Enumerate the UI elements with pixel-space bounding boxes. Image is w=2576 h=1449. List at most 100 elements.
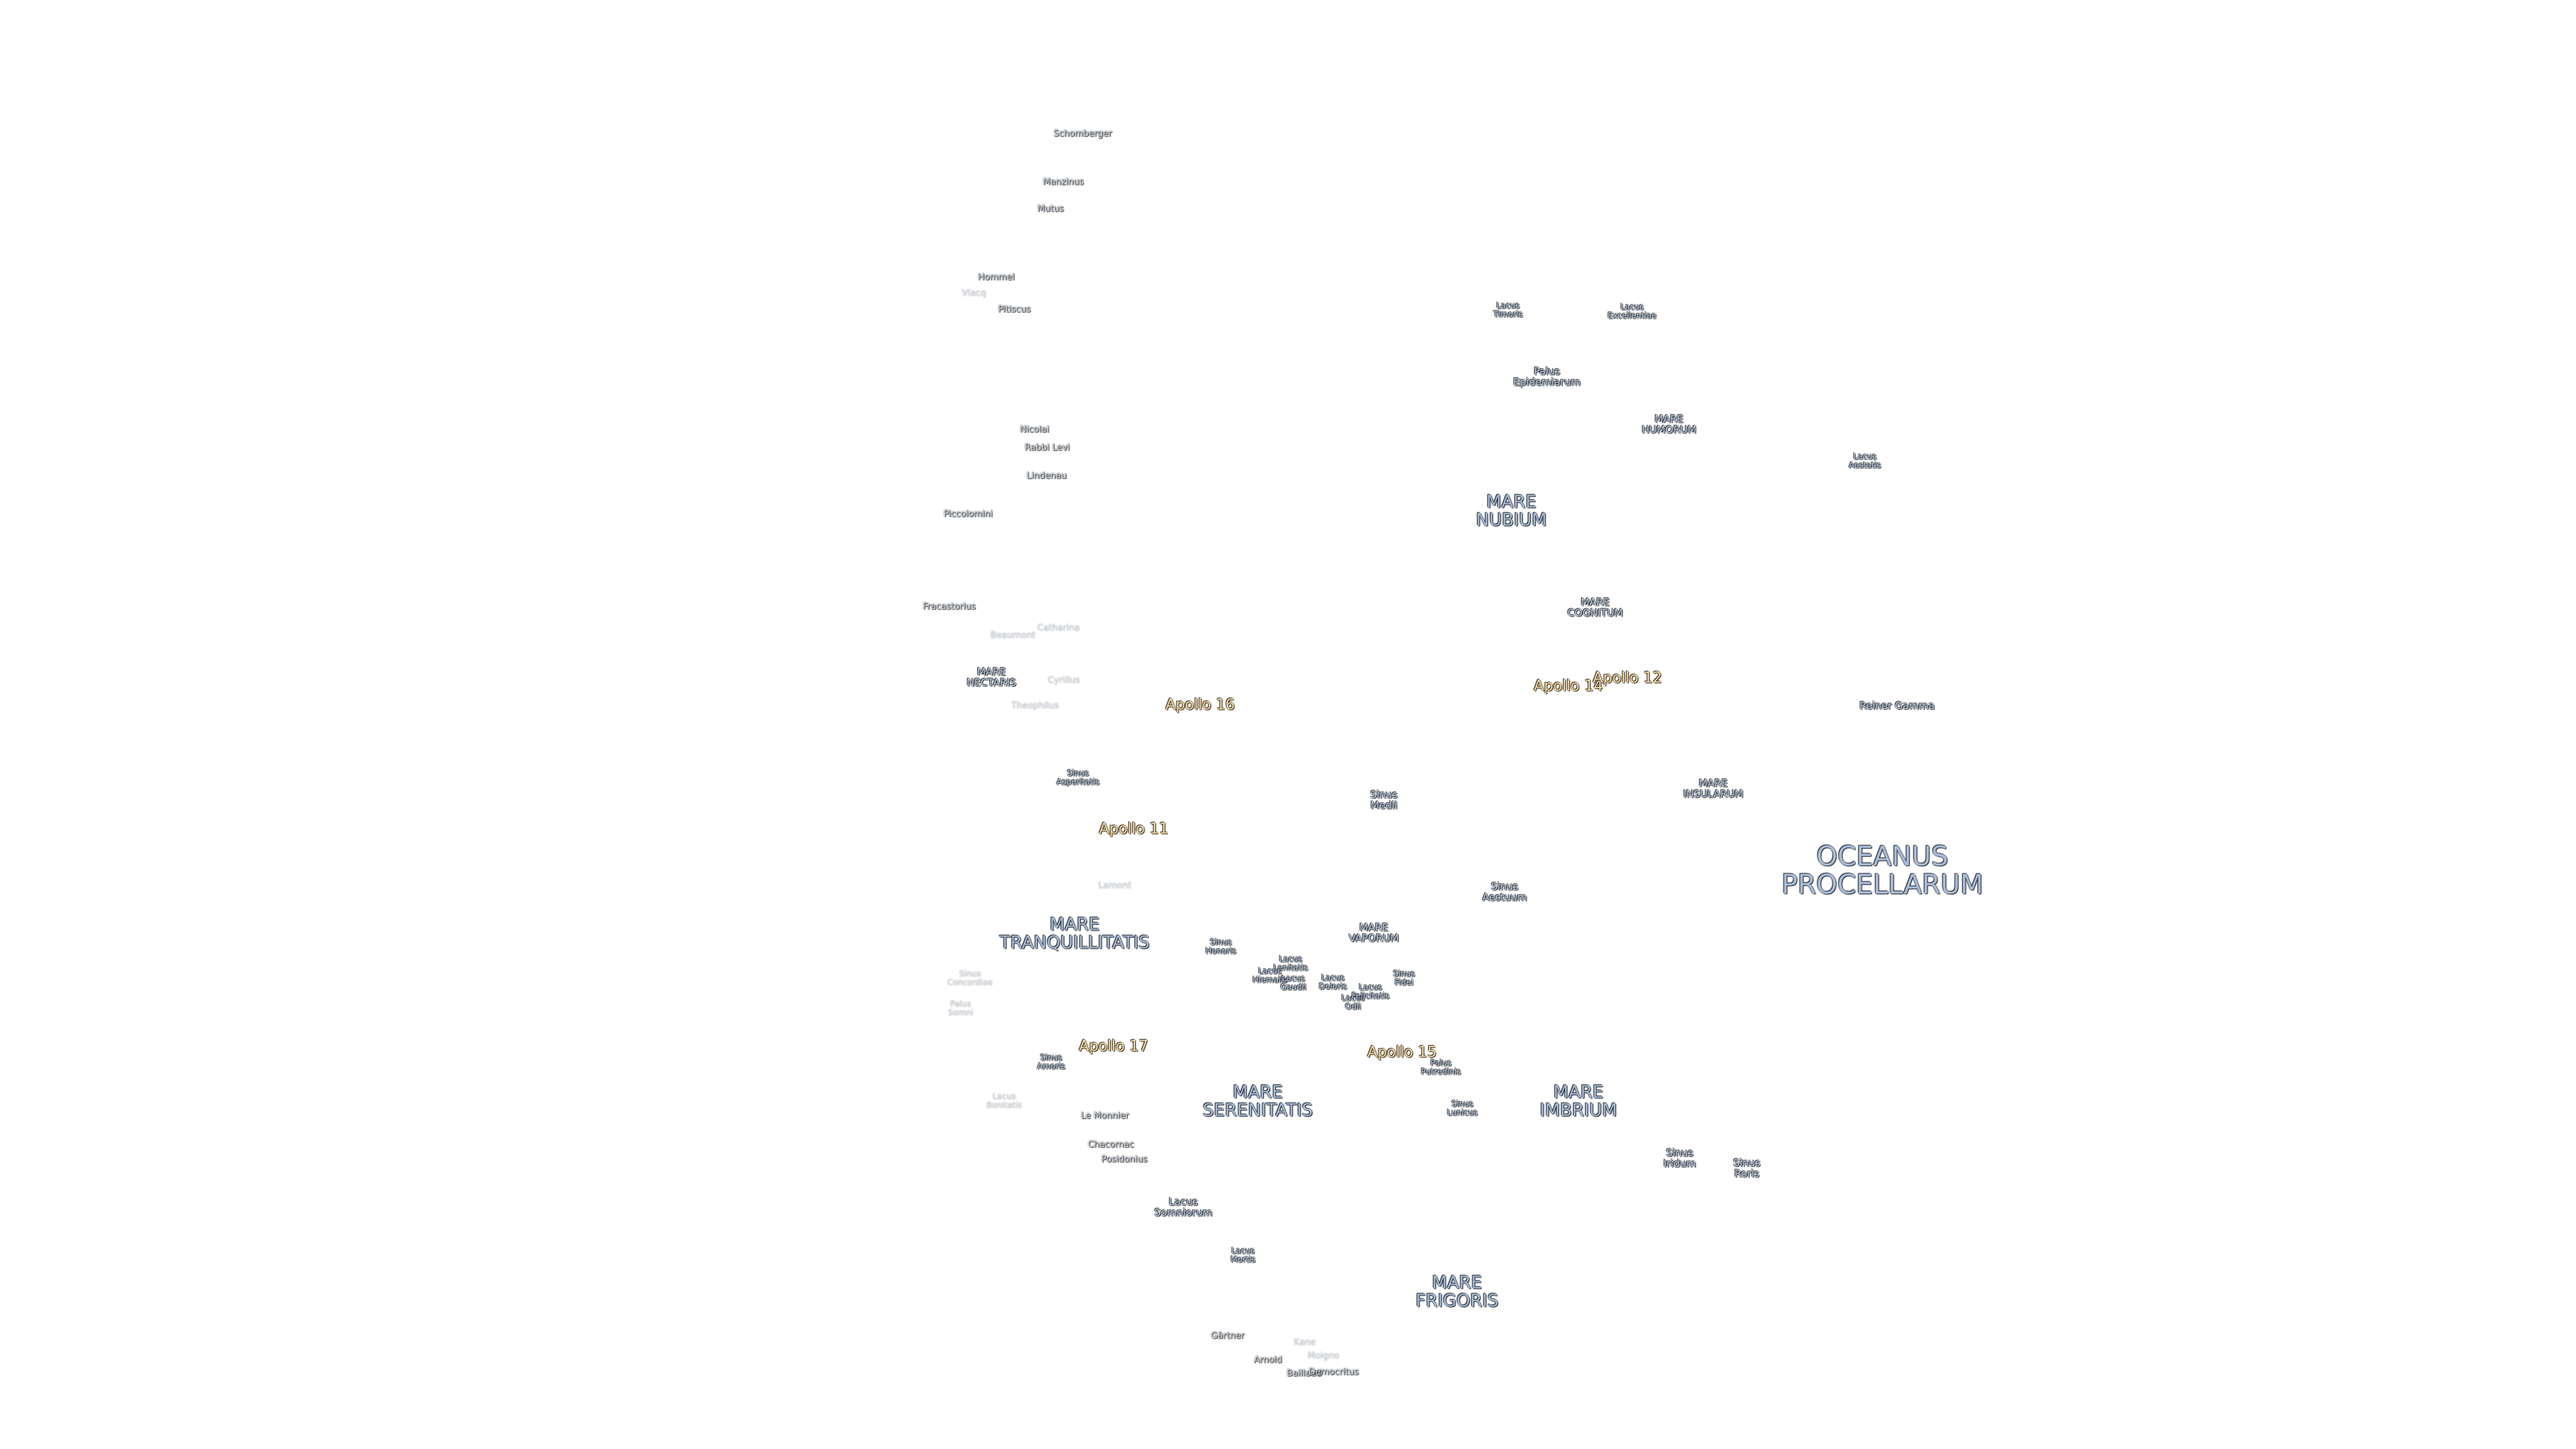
map-label-line: Lamont (1098, 881, 1132, 892)
map-label-line: Epidemiarum (1513, 376, 1581, 388)
map-label-line: NECTARIS (967, 676, 1016, 688)
map-label-line: Apollo 14 (1534, 678, 1603, 695)
map-label-line: Sinus (959, 969, 981, 979)
map-label-kane: Kane (1294, 1338, 1316, 1348)
map-label-line: Lacus (1169, 1195, 1198, 1208)
map-label-catharina: Catharina (1037, 624, 1080, 633)
map-label-line: Sinus (1370, 788, 1398, 801)
map-label-line: Catharina (1037, 623, 1080, 634)
map-label-line: Putredinis (1421, 1067, 1461, 1076)
map-label-le-monnier: Le Monnier (1081, 1112, 1129, 1121)
map-label-piccolomini: Piccolomini (943, 510, 992, 519)
map-label-line: MARE (1553, 1082, 1604, 1103)
map-label-line: Gaudii (1280, 982, 1307, 991)
map-label-line: Mortis (1230, 1254, 1256, 1264)
map-label-line: PROCELLARUM (1781, 869, 1984, 900)
map-label-line: Concordiae (947, 977, 993, 987)
map-label-line: Lindenau (1026, 471, 1067, 482)
map-label-pitiscus: Pitiscus (998, 305, 1031, 315)
map-label-line: Lacus (1281, 973, 1305, 983)
map-label-line: Lacus (1620, 302, 1644, 312)
map-label-line: Lacus (1853, 451, 1877, 462)
map-label-line: SERENITATIS (1202, 1101, 1313, 1121)
map-label-line: Aestatis (1849, 460, 1881, 470)
map-label-chacornac: Chacornac (1088, 1140, 1134, 1150)
map-label-line: COGNITUM (1567, 606, 1623, 619)
map-label-line: Palus (1534, 365, 1560, 378)
map-label-line: Apollo 11 (1099, 820, 1169, 838)
map-label-line: Honoris (1205, 946, 1236, 955)
map-label-line: Lenitatis (1273, 963, 1308, 972)
map-label-apollo-16: Apollo 16 (1165, 697, 1234, 712)
map-label-line: Amoris (1037, 1061, 1065, 1071)
map-label-line: Reiner Gamma (1859, 700, 1935, 712)
map-label-line: Sinus (1666, 1146, 1694, 1159)
map-label-line: Excellentiae (1607, 311, 1657, 320)
map-label-line: Timoris (1493, 309, 1523, 319)
map-label-posidonius: Posidonius (1102, 1155, 1148, 1165)
map-label-line: Lacus (1496, 301, 1520, 311)
map-label-apollo-14: Apollo 14 (1534, 678, 1603, 694)
map-label-line: INSULARUM (1683, 788, 1743, 800)
map-label-line: Somniorum (1154, 1206, 1213, 1218)
map-label-arnold: Arnold (1254, 1356, 1282, 1365)
map-label-vlacq: Vlacq (962, 289, 986, 299)
map-label-manzinus: Manzinus (1042, 178, 1083, 187)
map-label-line: HUMORUM (1642, 423, 1697, 435)
map-label-line: Sinus (1491, 880, 1519, 893)
map-label-apollo-15: Apollo 15 (1367, 1044, 1436, 1060)
map-label-line: Lacus (1321, 973, 1345, 983)
map-label-line: Hiemalis (1252, 975, 1287, 984)
map-label-line: Gärtner (1210, 1331, 1245, 1342)
map-label-rabbi-levi: Rabbi Levi (1024, 443, 1069, 453)
map-label-line: Odii (1345, 1002, 1361, 1011)
map-label-theophilus: Theophilus (1012, 702, 1059, 711)
map-label-line: Moigno (1307, 1351, 1340, 1362)
map-label-line: Asperitatis (1056, 777, 1100, 786)
map-label-line: IMBRIUM (1540, 1101, 1617, 1121)
map-label-line: Lacus (1279, 954, 1303, 964)
map-label-line: Apollo 15 (1367, 1044, 1437, 1061)
map-label-line: Sinus (1210, 937, 1232, 947)
map-label-line: MARE (1486, 492, 1537, 513)
map-label-line: Lacus (992, 1091, 1016, 1102)
map-label-line: Sinus (1733, 1157, 1761, 1169)
map-label-line: Lacus (1358, 982, 1383, 992)
map-label-line: Sinus (1040, 1053, 1063, 1063)
map-label-line: Nicolai (1020, 425, 1049, 435)
map-label-gartner: Gärtner (1211, 1332, 1244, 1341)
map-label-line: Cyrillus (1048, 676, 1080, 686)
map-label-line: Sinus (1393, 969, 1415, 979)
map-label-line: Apollo 16 (1165, 696, 1235, 714)
map-label-schomberger: Schomberger (1053, 129, 1112, 139)
map-label-line: Apollo 12 (1593, 669, 1662, 687)
map-label-line: Piccolomini (943, 509, 993, 520)
map-label-line: Iridum (1663, 1157, 1697, 1169)
map-label-line: MARE (1699, 777, 1728, 790)
map-label-line: OCEANUS (1816, 841, 1949, 872)
map-label-democritus: Democritus (1309, 1368, 1359, 1377)
